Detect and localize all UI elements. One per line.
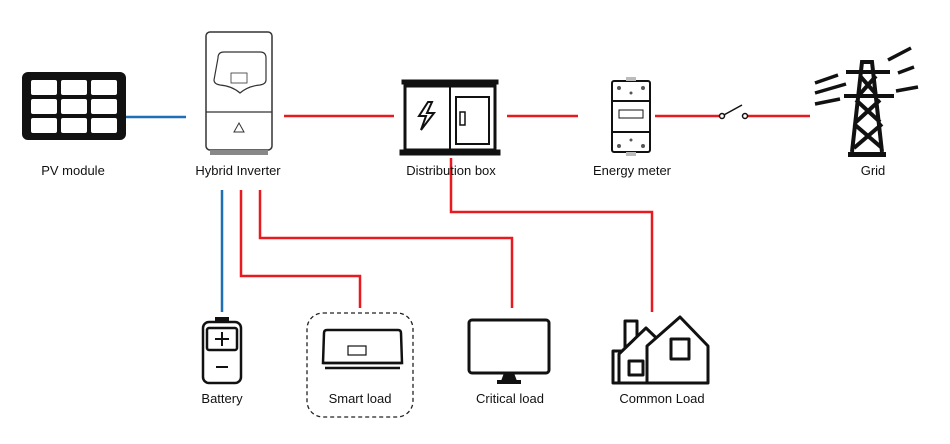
- inverter-icon: [205, 31, 273, 155]
- inverter-critical-load-line: [258, 190, 514, 308]
- critical-load-label: Critical load: [476, 391, 544, 406]
- common-load-label: Common Load: [619, 391, 704, 406]
- distribution-box-label: Distribution box: [406, 163, 496, 178]
- smart-load-label: Smart load: [329, 391, 392, 406]
- inverter-smart-load-line: [239, 190, 362, 308]
- grid-label: Grid: [861, 163, 886, 178]
- power-tower-icon: [814, 46, 919, 157]
- energy-meter-label: Energy meter: [593, 163, 672, 178]
- smart-load-dashed-frame: [306, 312, 414, 418]
- hybrid-inverter-label: Hybrid Inverter: [195, 163, 281, 178]
- battery-label: Battery: [201, 391, 243, 406]
- energy-meter-icon: [611, 77, 651, 156]
- pv-module-label: PV module: [41, 163, 105, 178]
- battery-icon: [201, 317, 243, 385]
- solar-panel-icon: [22, 72, 126, 140]
- air-conditioner-icon: [321, 328, 404, 370]
- distribution-box-icon: [399, 79, 501, 156]
- house-icon: [611, 315, 710, 385]
- switch-icon: [718, 104, 749, 120]
- monitor-icon: [467, 318, 551, 384]
- distribution-common-load-line: [449, 158, 654, 312]
